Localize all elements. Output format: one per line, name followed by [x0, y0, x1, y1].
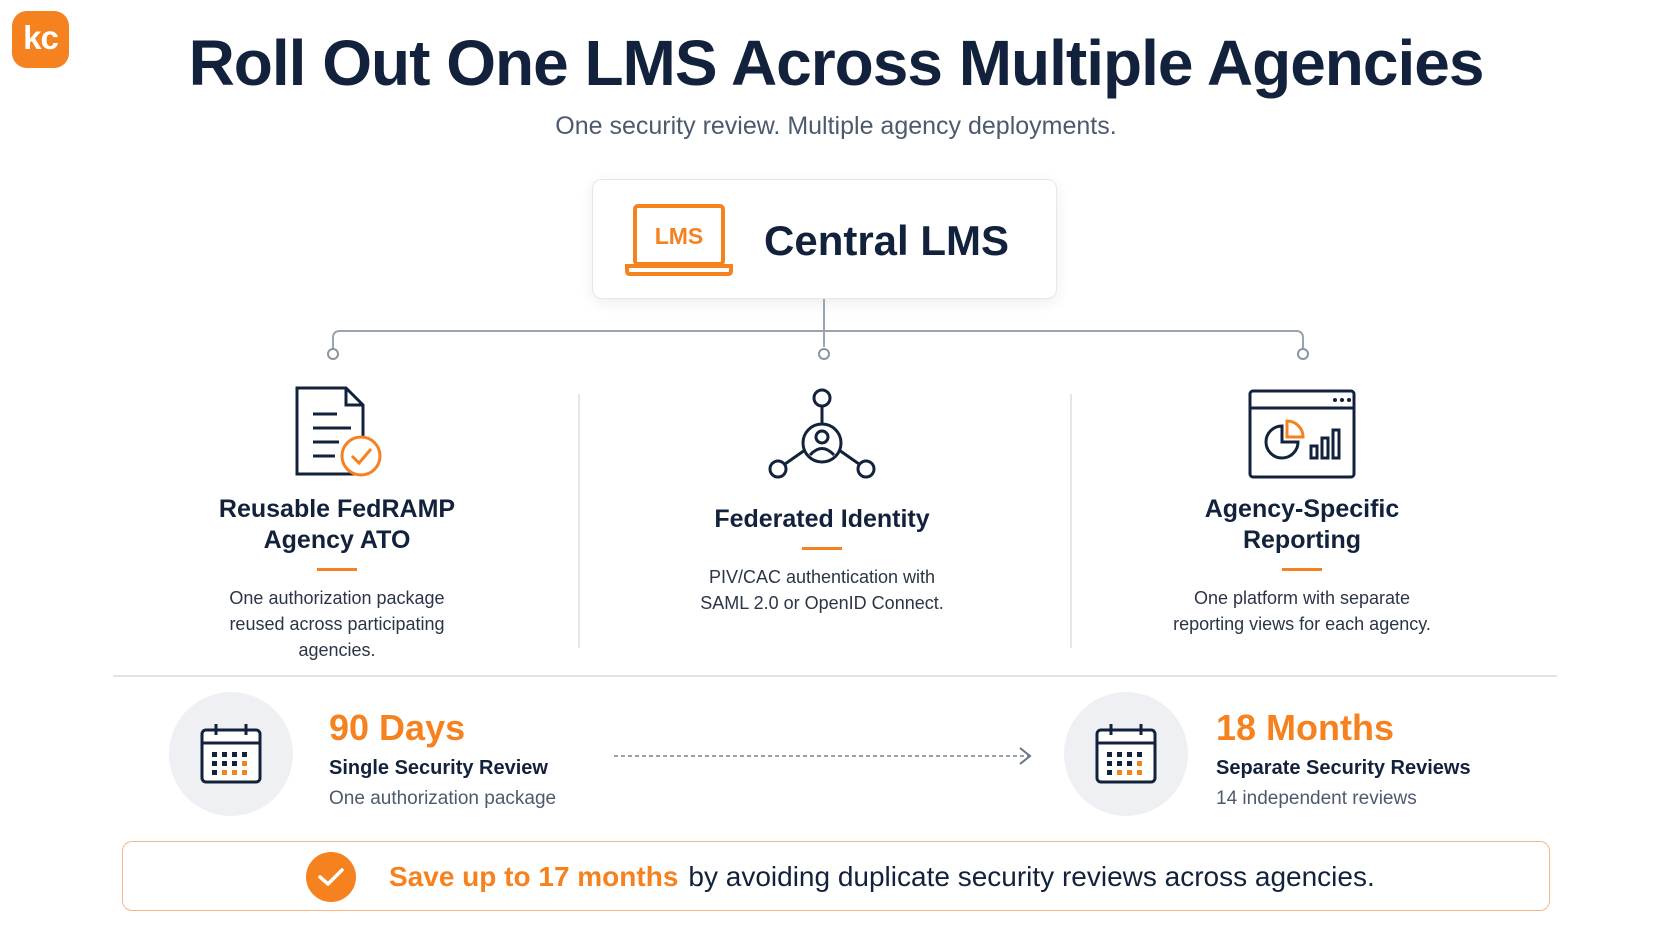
feature-title: Reusable FedRAMP Agency ATO [218, 495, 456, 554]
stat-label: Separate Security Reviews [1216, 757, 1471, 779]
stat-label: Single Security Review [329, 757, 548, 779]
laptop-icon: LMS [625, 202, 733, 283]
arrow-right-icon [614, 747, 1032, 765]
accent-divider [802, 547, 842, 550]
accent-divider [1282, 568, 1322, 571]
stat-detail: One authorization package [329, 788, 557, 809]
check-icon [306, 852, 356, 902]
accent-divider [317, 568, 357, 571]
logo-text: kc [23, 19, 59, 56]
feature-fedramp-ato: Reusable FedRAMP Agency ATO One authoriz… [107, 380, 567, 663]
savings-banner: Save up to 17 months by avoiding duplicat… [122, 841, 1550, 911]
stat-separate-reviews: 18 Months Separate Security Reviews 14 i… [1216, 708, 1471, 810]
savings-highlight: Save up to 17 months [389, 861, 679, 892]
stat-single-review: 90 Days Single Security Review One autho… [329, 708, 556, 810]
feature-agency-reporting: Agency-Specific Reporting One platform w… [1072, 380, 1532, 637]
column-divider [578, 394, 580, 648]
central-lms-label: Central LMS [764, 217, 1010, 264]
section-divider [113, 675, 1557, 677]
page-title: Roll Out One LMS Across Multiple Agencie… [188, 27, 1485, 99]
stat-value: 18 Months [1216, 707, 1395, 748]
feature-description: One authorization package reused across … [229, 588, 445, 660]
laptop-icon-label: LMS [655, 223, 704, 249]
feature-description: PIV/CAC authentication with SAML 2.0 or … [700, 567, 944, 613]
document-check-icon [107, 380, 567, 480]
central-lms-card: LMS Central LMS [592, 179, 1057, 299]
calendar-icon [169, 692, 293, 816]
savings-text: by avoiding duplicate security reviews a… [688, 861, 1375, 892]
brand-logo: kc [12, 11, 69, 68]
column-divider [1070, 394, 1072, 648]
savings-message: Save up to 17 months by avoiding duplicat… [389, 861, 1375, 893]
reporting-dashboard-icon [1072, 380, 1532, 480]
feature-title: Federated Identity [714, 505, 930, 533]
feature-title: Agency-Specific Reporting [1204, 495, 1400, 554]
feature-federated-identity: Federated Identity PIV/CAC authenticatio… [592, 384, 1052, 616]
stat-value: 90 Days [329, 707, 466, 748]
calendar-icon [1064, 692, 1188, 816]
federated-network-icon [592, 384, 1052, 484]
page-subtitle: One security review. Multiple agency dep… [555, 112, 1117, 140]
stat-detail: 14 independent reviews [1216, 788, 1417, 809]
feature-description: One platform with separate reporting vie… [1173, 588, 1431, 634]
